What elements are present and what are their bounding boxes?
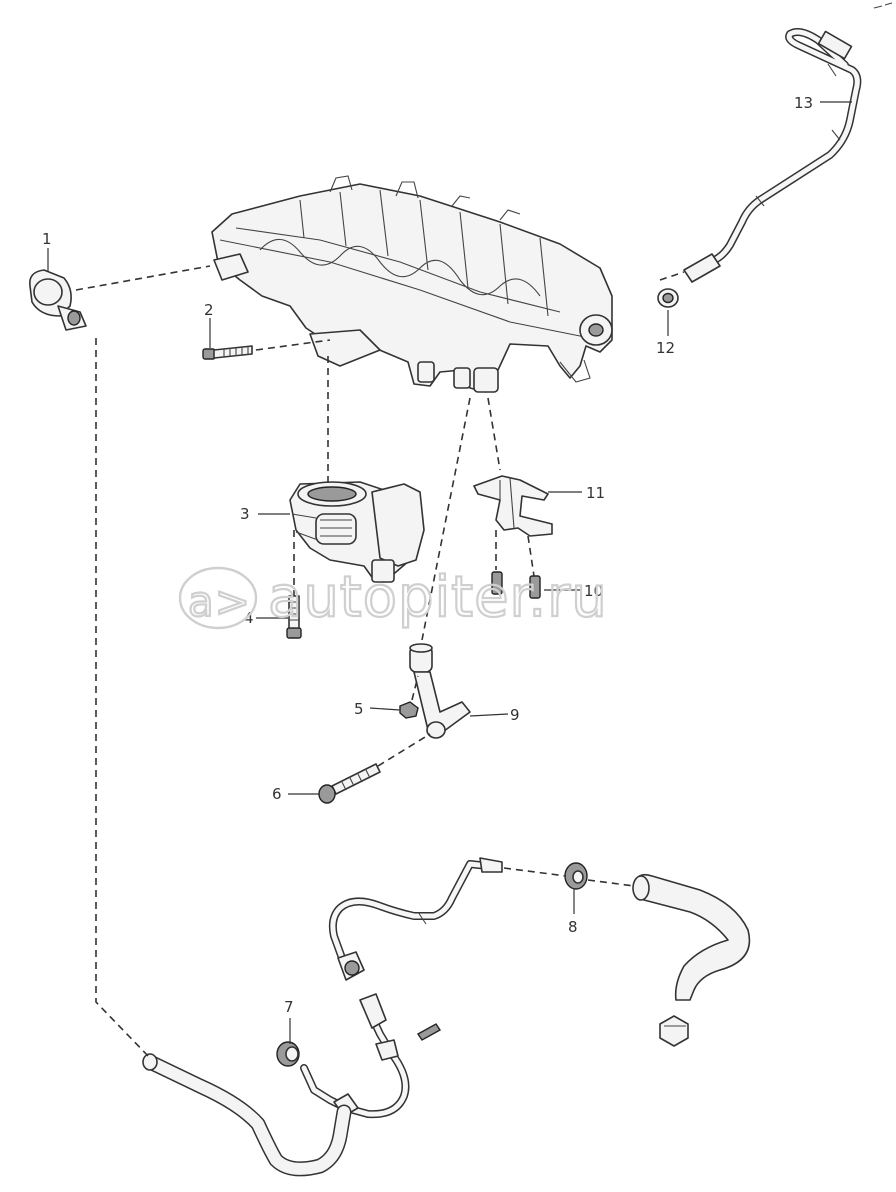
callout-8: 8 [568, 918, 578, 936]
part-11-bracket [473, 475, 553, 537]
lower-pipe-assembly [142, 857, 503, 1177]
watermark-logo-glyph: a> [188, 577, 251, 626]
part-10-bolts [491, 571, 541, 599]
part-13-breather-tube [683, 28, 862, 283]
leader-lines [47, 101, 852, 1044]
large-curved-hose [632, 873, 751, 1047]
callout-3: 3 [240, 505, 250, 523]
part-2-bolt [202, 345, 253, 360]
watermark-text: autopiter.ru [268, 565, 608, 630]
part-9-support-bracket [409, 643, 471, 739]
callout-2: 2 [204, 301, 214, 319]
watermark: a> autopiter.ru [178, 564, 608, 631]
part-8-clamp [564, 862, 588, 890]
callout-10: 10 [584, 582, 603, 600]
intake-manifold [211, 175, 613, 393]
callout-1: 1 [42, 230, 52, 248]
callout-4: 4 [244, 609, 254, 627]
callout-6: 6 [272, 785, 282, 803]
part-1-connector [28, 269, 87, 331]
part-4-bolt [286, 595, 302, 639]
part-6-long-bolt [318, 763, 381, 804]
callout-9: 9 [510, 706, 520, 724]
callout-7: 7 [284, 998, 294, 1016]
watermark-logo-circle [178, 566, 258, 630]
assembly-dashed-lines [75, 265, 685, 1059]
callout-5: 5 [354, 700, 364, 718]
part-5-nut [399, 701, 419, 719]
callout-labels: 1 2 3 4 5 6 7 8 9 10 11 12 13 [42, 94, 813, 1016]
part-7-grommet [276, 1041, 300, 1067]
part-12-hose-clamp [657, 288, 679, 308]
corner-mark [873, 2, 893, 9]
callout-12: 12 [656, 339, 675, 357]
callout-11: 11 [586, 484, 605, 502]
callout-13: 13 [794, 94, 813, 112]
part-3-throttle-body [289, 481, 425, 583]
